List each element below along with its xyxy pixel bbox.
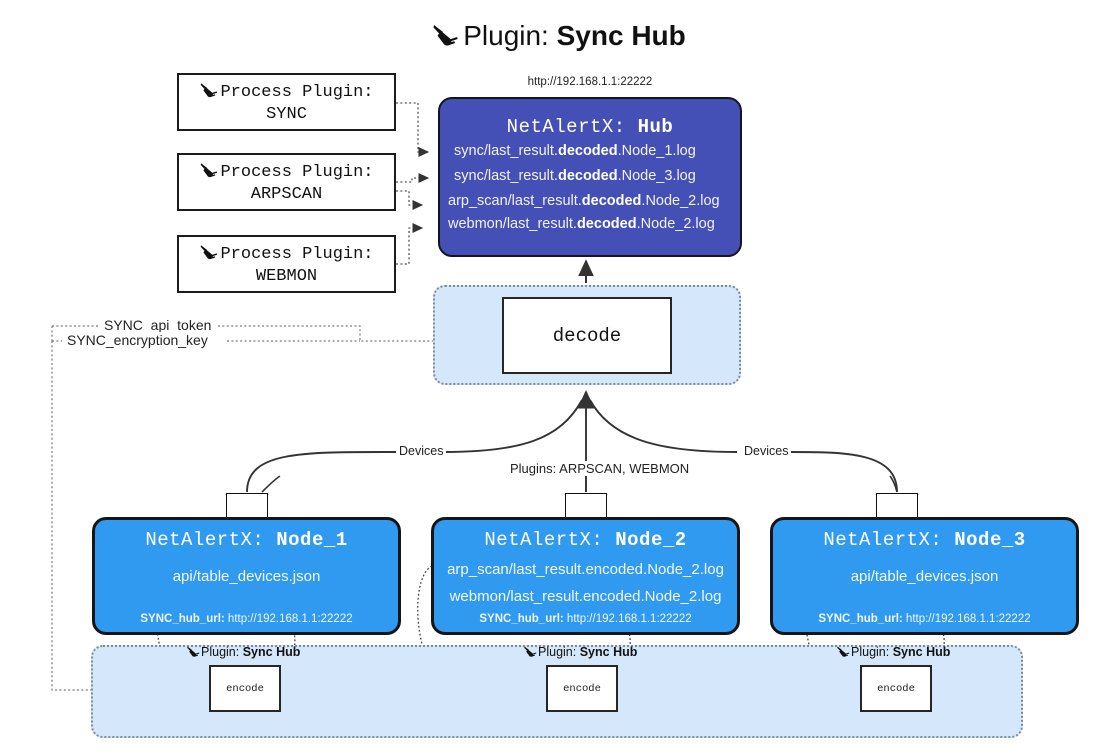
encode-box-1[interactable]: encode [209, 665, 281, 712]
plug-icon [186, 645, 200, 661]
edge-label-devices-left: Devices [396, 444, 447, 458]
node-hub-url: SYNC_hub_url: http://192.168.1.1:22222 [773, 613, 1076, 625]
plug-icon [199, 81, 218, 105]
encode-plugin-name: Sync Hub [892, 645, 951, 659]
node-hub-url-value: http://192.168.1.1:22222 [905, 613, 1031, 625]
node-hub-url-value: http://192.168.1.1:22222 [566, 613, 692, 625]
edge-label-devices-right: Devices [741, 444, 792, 458]
hub-title: NetAlertX: Hub [440, 116, 740, 138]
node-2[interactable]: NetAlertX: Node_2 arp_scan/last_result.e… [431, 517, 740, 635]
node-title-name: Node_1 [276, 529, 348, 551]
process-plugin-name: WEBMON [255, 266, 318, 286]
page-title-prefix: Plugin: [463, 20, 549, 51]
node-hub-url: SYNC_hub_url: http://192.168.1.1:22222 [434, 613, 737, 625]
logline-mid: decoded [557, 143, 618, 159]
sync-api-token-label: SYNC_api_token [100, 317, 216, 333]
process-plugin-label: Process Plugin: [220, 163, 374, 182]
node-title-prefix: NetAlertX: [145, 529, 265, 551]
logline-pre: webmon/last_result. [448, 216, 577, 232]
hub-logline: webmon/last_result.decoded.Node_2.log [448, 217, 715, 232]
process-plugin-name: SYNC [266, 104, 307, 124]
encode-plugin-label-2: Plugin: Sync Hub [523, 645, 637, 661]
hub-logline: sync/last_result.decoded.Node_3.log [454, 169, 696, 184]
node-line: api/table_devices.json [172, 568, 321, 585]
encode-plugin-label-text: Plugin: [201, 645, 240, 659]
node-line: api/table_devices.json [850, 568, 999, 585]
node-line: webmon/last_result.encoded.Node_2.log [449, 588, 722, 605]
plug-icon [199, 243, 218, 267]
logline-post: .Node_3.log [617, 168, 696, 184]
node-title-name: Node_3 [954, 529, 1026, 551]
plug-icon [199, 161, 218, 185]
process-plugin-name: ARPSCAN [250, 184, 323, 204]
encode-plugin-label-1: Plugin: Sync Hub [186, 645, 300, 661]
logline-pre: sync/last_result. [454, 143, 558, 159]
logline-post: .Node_2.log [641, 193, 720, 209]
logline-post: .Node_2.log [636, 216, 715, 232]
encode-plugin-name: Sync Hub [242, 645, 301, 659]
encode-plugin-label-3: Plugin: Sync Hub [836, 645, 950, 661]
encode-plugin-label-text: Plugin: [538, 645, 577, 659]
logline-mid: decoded [581, 193, 642, 209]
hub-logline: arp_scan/last_result.decoded.Node_2.log [448, 194, 720, 209]
node-hub-url-value: http://192.168.1.1:22222 [227, 613, 353, 625]
edge-label-plugins-center: Plugins: ARPSCAN, WEBMON [507, 461, 693, 476]
sync-encryption-key-label: SYNC_encryption_key [63, 332, 212, 348]
node-title: NetAlertX: Node_2 [434, 529, 737, 551]
encode-box-3[interactable]: encode [860, 665, 932, 712]
node-hub-url-key: SYNC_hub_url: [479, 613, 564, 625]
node-title-prefix: NetAlertX: [823, 529, 943, 551]
page-title: Plugin: Sync Hub [0, 16, 1117, 59]
node-hub-url-key: SYNC_hub_url: [140, 613, 225, 625]
node-1[interactable]: NetAlertX: Node_1 api/table_devices.json… [92, 517, 401, 635]
process-plugin-label: Process Plugin: [220, 245, 374, 264]
node-title: NetAlertX: Node_1 [95, 529, 398, 551]
hub-logline: sync/last_result.decoded.Node_1.log [454, 144, 696, 159]
page-title-name: Sync Hub [556, 20, 686, 51]
node-hub-url-key: SYNC_hub_url: [818, 613, 903, 625]
decode-box[interactable]: decode [502, 297, 672, 374]
node-title-name: Node_2 [615, 529, 687, 551]
process-plugin-sync[interactable]: Process Plugin: SYNC [177, 73, 396, 131]
node-title: NetAlertX: Node_3 [773, 529, 1076, 551]
hub-title-prefix: NetAlertX: [506, 116, 626, 138]
encode-box-2[interactable]: encode [546, 665, 618, 712]
node-3[interactable]: NetAlertX: Node_3 api/table_devices.json… [770, 517, 1079, 635]
node-title-prefix: NetAlertX: [484, 529, 604, 551]
process-plugin-arpscan[interactable]: Process Plugin: ARPSCAN [177, 153, 396, 211]
hub-url-label: http://192.168.1.1:22222 [527, 76, 653, 88]
process-plugin-webmon[interactable]: Process Plugin: WEBMON [177, 235, 396, 293]
hub-title-name: Hub [637, 116, 674, 138]
encode-plugin-label-text: Plugin: [851, 645, 890, 659]
logline-pre: arp_scan/last_result. [448, 193, 582, 209]
hub-node[interactable]: NetAlertX: Hub sync/last_result.decoded.… [438, 97, 742, 257]
plug-icon [431, 19, 459, 59]
logline-pre: sync/last_result. [454, 168, 558, 184]
logline-post: .Node_1.log [617, 143, 696, 159]
plug-icon [523, 645, 537, 661]
node-line: arp_scan/last_result.encoded.Node_2.log [447, 561, 724, 578]
plug-icon [836, 645, 850, 661]
process-plugin-label: Process Plugin: [220, 83, 374, 102]
logline-mid: decoded [576, 216, 637, 232]
encode-plugin-name: Sync Hub [579, 645, 638, 659]
logline-mid: decoded [557, 168, 618, 184]
node-hub-url: SYNC_hub_url: http://192.168.1.1:22222 [95, 613, 398, 625]
